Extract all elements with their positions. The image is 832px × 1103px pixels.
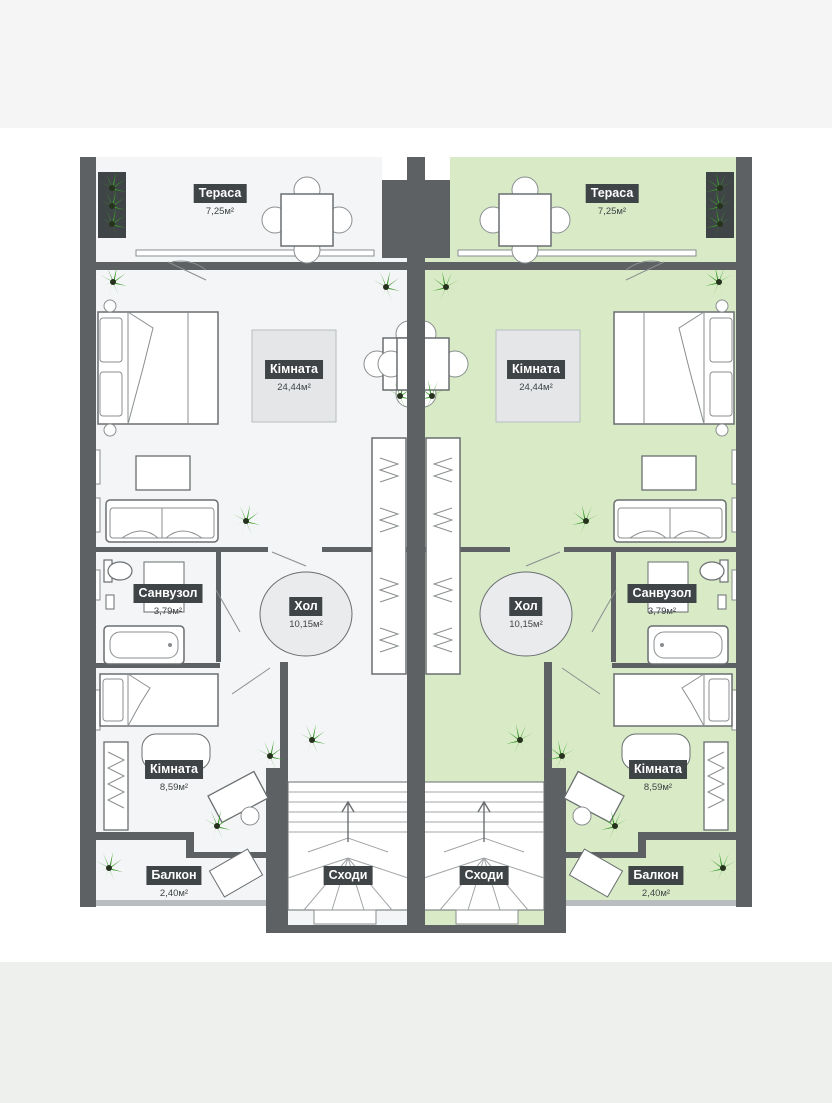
outer-wall-right xyxy=(736,157,752,907)
room-area: 10,15м² xyxy=(289,619,323,630)
label-left-bathroom: Санвузол 3,79м² xyxy=(133,584,203,618)
room-name: Сходи xyxy=(323,866,373,885)
room-area: 24,44м² xyxy=(519,382,553,393)
room-area: 7,25м² xyxy=(597,206,627,217)
label-left-room-main: Кімната 24,44м² xyxy=(265,360,323,394)
label-right-hall: Хол 10,15м² xyxy=(509,597,543,631)
top-background-band xyxy=(0,0,832,128)
label-right-stairs: Сходи xyxy=(459,866,509,885)
room-name: Сходи xyxy=(459,866,509,885)
label-right-bathroom: Санвузол 3,79м² xyxy=(627,584,697,618)
room-area: 7,25м² xyxy=(205,206,235,217)
room-name: Тераса xyxy=(193,184,247,203)
room-area: 3,79м² xyxy=(647,606,677,617)
room-name: Тераса xyxy=(585,184,639,203)
room-name: Хол xyxy=(289,597,323,616)
outer-wall-left xyxy=(80,157,96,907)
label-right-room-main: Кімната 24,44м² xyxy=(507,360,565,394)
room-name: Хол xyxy=(509,597,543,616)
room-area: 3,79м² xyxy=(153,606,183,617)
room-name: Кімната xyxy=(265,360,323,379)
room-area: 2,40м² xyxy=(159,888,189,899)
label-left-room-small: Кімната 8,59м² xyxy=(145,760,203,794)
room-name: Балкон xyxy=(628,866,684,885)
bottom-background-band xyxy=(0,962,832,1103)
party-wall xyxy=(407,157,425,933)
room-name: Кімната xyxy=(145,760,203,779)
room-name: Кімната xyxy=(507,360,565,379)
label-right-balcony: Балкон 2,40м² xyxy=(628,866,684,900)
label-right-terrace: Тераса 7,25м² xyxy=(585,184,639,218)
room-area: 2,40м² xyxy=(641,888,671,899)
label-left-hall: Хол 10,15м² xyxy=(289,597,323,631)
room-area: 8,59м² xyxy=(159,782,189,793)
label-right-room-small: Кімната 8,59м² xyxy=(629,760,687,794)
room-area: 10,15м² xyxy=(509,619,543,630)
room-area: 8,59м² xyxy=(643,782,673,793)
unit-left xyxy=(80,157,454,933)
label-left-balcony: Балкон 2,40м² xyxy=(146,866,202,900)
room-name: Санвузол xyxy=(133,584,203,603)
label-left-stairs: Сходи xyxy=(323,866,373,885)
room-name: Санвузол xyxy=(627,584,697,603)
unit-right xyxy=(378,157,752,933)
room-area: 24,44м² xyxy=(277,382,311,393)
label-left-terrace: Тераса 7,25м² xyxy=(193,184,247,218)
room-name: Кімната xyxy=(629,760,687,779)
room-name: Балкон xyxy=(146,866,202,885)
